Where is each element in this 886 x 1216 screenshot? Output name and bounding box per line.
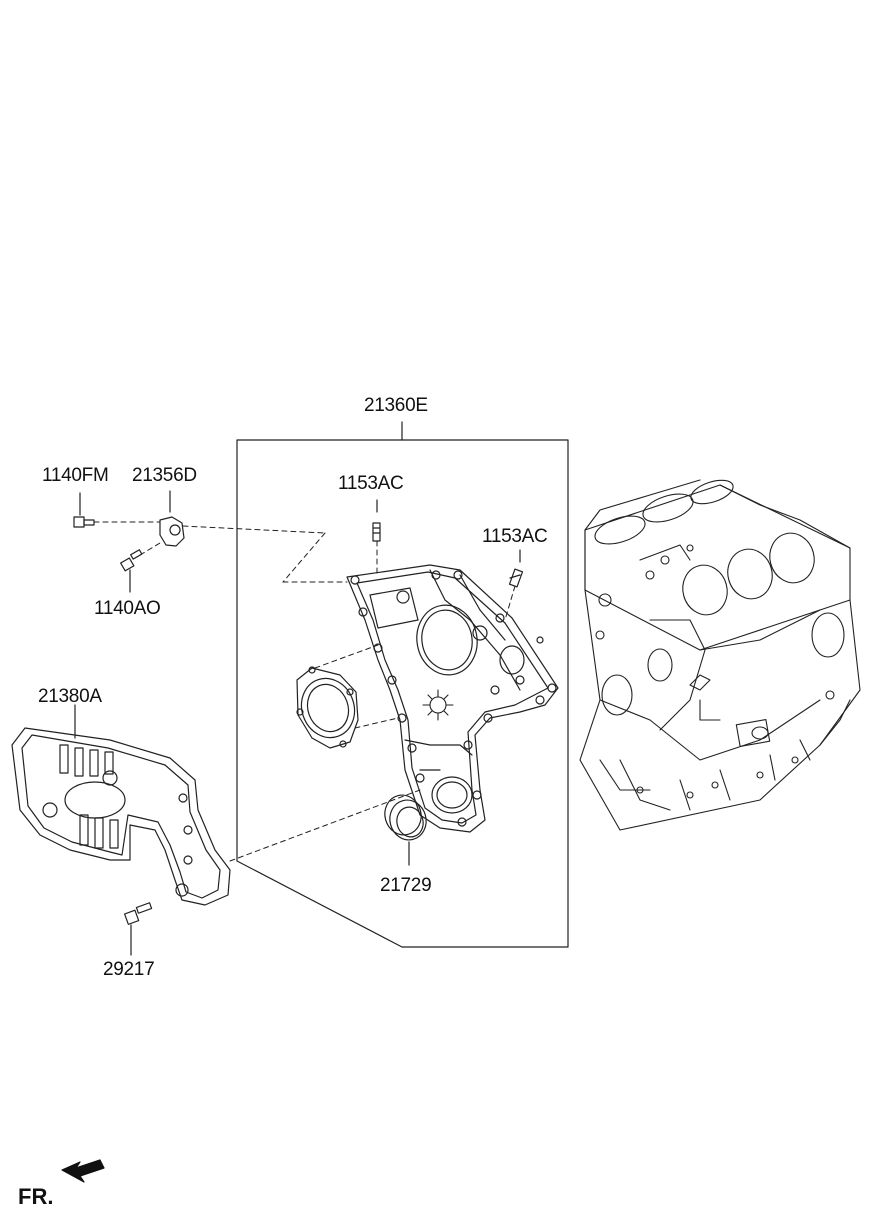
engine-block-illustration (579, 479, 861, 831)
bracket-illustration (159, 490, 185, 547)
bolt-29217-illustration (123, 902, 153, 956)
label-21380a[interactable]: 21380A (38, 686, 102, 707)
label-1140ao[interactable]: 1140AO (94, 598, 161, 619)
front-orientation-label: FR. (18, 1184, 54, 1209)
oil-seal-illustration (384, 794, 427, 866)
label-29217[interactable]: 29217 (103, 959, 155, 980)
label-1153ac-left[interactable]: 1153AC (338, 473, 404, 494)
bolt-1140ao-illustration (120, 549, 143, 593)
stud-left-illustration (372, 499, 381, 542)
label-1153ac-right[interactable]: 1153AC (482, 526, 548, 547)
dashed-leaders (93, 521, 516, 862)
timing-cover-illustration (346, 564, 559, 833)
stud-right-illustration (508, 549, 524, 588)
label-1140fm[interactable]: 1140FM (42, 465, 109, 486)
cover-plate-illustration (11, 704, 231, 906)
assembly-frame (236, 421, 569, 948)
sprocket-mark (422, 689, 454, 721)
bolt-1140fm-illustration (73, 492, 95, 528)
label-21356d[interactable]: 21356D (132, 465, 197, 486)
label-21360e[interactable]: 21360E (364, 395, 428, 416)
round-cover-illustration (296, 666, 359, 749)
label-21729[interactable]: 21729 (380, 875, 432, 896)
front-arrow-icon (61, 1159, 105, 1183)
